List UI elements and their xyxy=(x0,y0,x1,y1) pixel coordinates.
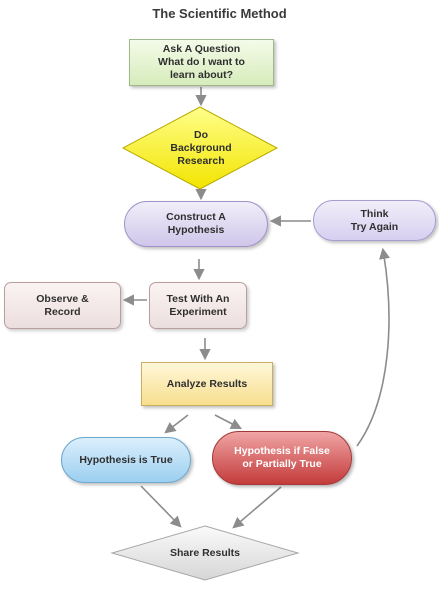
construct-hypothesis-line2: Hypothesis xyxy=(167,224,225,236)
arrow-analyze-to-false xyxy=(214,414,242,430)
test-line: Test With An xyxy=(166,292,230,305)
think-try-again-box: Think Try Again xyxy=(313,200,436,241)
share-results-label: Share Results xyxy=(140,545,270,561)
analyze-results-label: Analyze Results xyxy=(166,377,248,390)
construct-hypothesis-line1: Construct A xyxy=(166,211,226,223)
arrow-false-to-think xyxy=(356,247,391,447)
background-research-label: Do Background Research xyxy=(143,128,259,168)
hypothesis-true-box: Hypothesis is True xyxy=(61,437,191,483)
arrow-false-to-share xyxy=(232,486,282,529)
observe-record-box: Observe & Record xyxy=(4,282,121,329)
share-results-text: Share Results xyxy=(169,546,241,559)
record-line: Record xyxy=(44,305,81,318)
background-research-diamond xyxy=(121,106,279,190)
experiment-line: Experiment xyxy=(169,305,227,318)
analyze-results-box: Analyze Results xyxy=(141,362,273,406)
observe-line: Observe & xyxy=(36,292,89,305)
ask-question-subtitle-line1: What do I want to xyxy=(158,56,245,68)
hypothesis-false-line2: or Partially True xyxy=(242,458,322,470)
diagram-title: The Scientific Method xyxy=(152,6,287,21)
test-experiment-box: Test With An Experiment xyxy=(149,282,247,329)
construct-hypothesis-box: Construct A Hypothesis xyxy=(124,201,268,247)
think-line: Think xyxy=(360,207,389,220)
ask-question-box: Ask A Question What do I want to learn a… xyxy=(129,39,274,86)
background-research-line2: Background xyxy=(170,141,232,154)
ask-question-label: Ask A Question xyxy=(162,43,241,55)
hypothesis-true-label: Hypothesis is True xyxy=(79,453,173,466)
background-research-line1: Do xyxy=(194,128,208,141)
try-again-line: Try Again xyxy=(350,220,399,233)
arrow-true-to-share xyxy=(140,485,182,528)
ask-question-subtitle-line2: learn about? xyxy=(169,69,233,81)
hypothesis-false-line1: Hypothesis if False xyxy=(234,445,330,457)
background-research-line3: Research xyxy=(177,154,225,167)
share-results-diamond xyxy=(110,525,300,581)
arrow-analyze-to-true xyxy=(164,414,189,434)
hypothesis-false-box: Hypothesis if False or Partially True xyxy=(212,431,352,485)
